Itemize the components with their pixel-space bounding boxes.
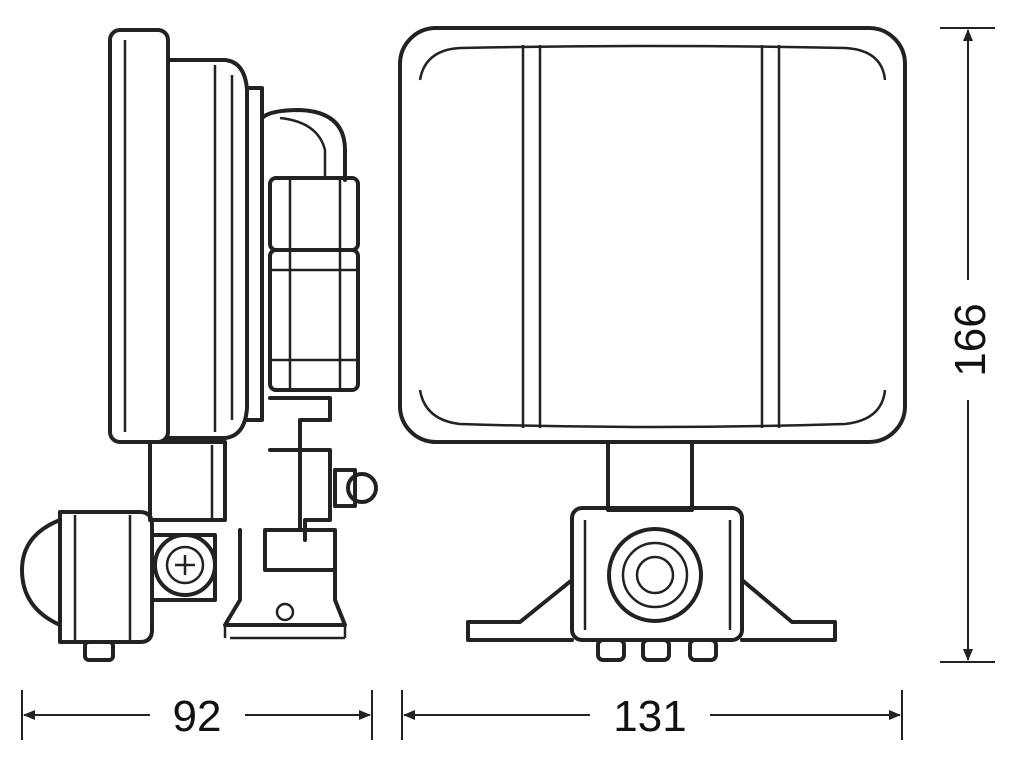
dimension-label-166: 166 [946,303,995,376]
front-base-right [740,578,837,642]
dimension-131: 131 [401,690,903,741]
dimension-166: 166 [940,27,995,663]
front-sensor-lens [607,527,703,623]
dimension-label-131: 131 [613,692,686,741]
side-sensor-body [58,510,154,644]
dimension-92: 92 [21,690,373,741]
side-mount-base [223,528,347,627]
side-bracket-arm [148,440,227,522]
side-housing [166,58,249,440]
side-lens-face [108,28,170,444]
front-housing [398,26,907,444]
side-adjust-knob [346,472,378,504]
side-cable-gland-lower [268,248,360,392]
side-cable-elbow [260,108,347,182]
front-view [398,26,907,662]
front-panel-lines [521,45,781,428]
front-stem [606,440,694,512]
front-base-left [466,578,574,642]
dimension-label-92: 92 [173,692,222,741]
side-cable-gland-upper [268,176,360,252]
side-view [20,28,378,662]
side-sensor-dome [20,518,62,627]
